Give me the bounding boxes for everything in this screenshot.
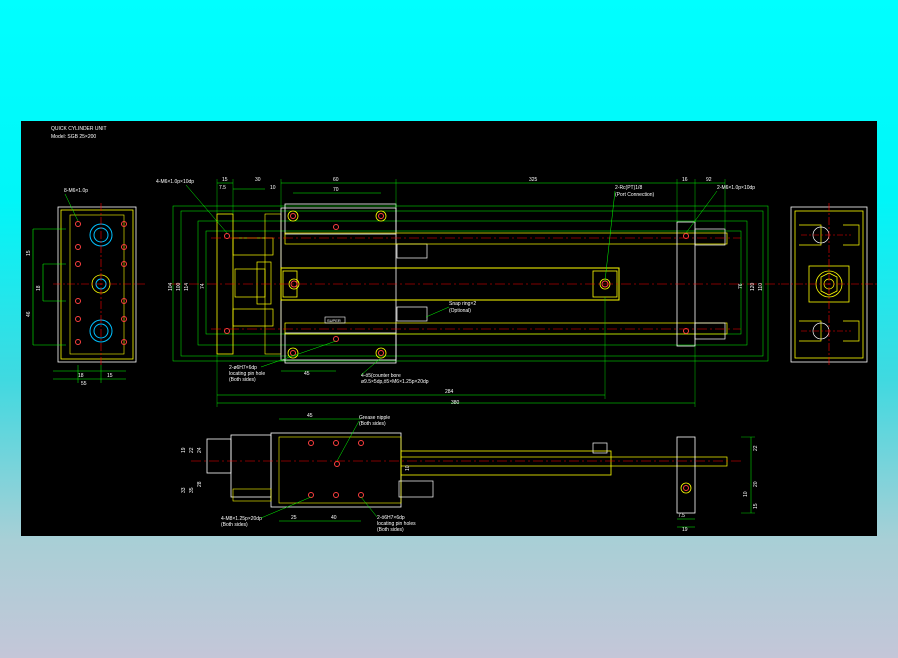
drawing-title: QUICK CYLINDER UNIT — [51, 126, 107, 132]
dim-v-33: 33 — [181, 487, 187, 493]
dim-left-55: 55 — [81, 381, 87, 387]
cad-drawing: QUICK CYLINDER UNIT Model: SGB 25×200 — [26, 126, 877, 533]
dim-v-19: 19 — [181, 447, 187, 453]
dim-380: 380 — [451, 400, 460, 406]
label-port: 2-Rc(PT)1/8 — [615, 185, 642, 191]
label-counterbore-2: ø9.5×5dp,ö5×M6×1.25p×20dp — [361, 379, 429, 385]
dim-325-top: 325 — [529, 177, 538, 183]
label-bottom-holes-sub: (Both sides) — [221, 522, 248, 528]
label-locating-pin-left-sub2: (Both sides) — [229, 377, 256, 383]
label-snap-ring-sub: (Optional) — [449, 308, 471, 314]
label-grease-nipple: Grease nipple — [359, 415, 390, 421]
nameplate-text: SUPER — [327, 318, 341, 323]
bottom-side-view: 45 25 40 7.5 19 19 22 24 33 28 35 10 22 … — [181, 413, 759, 533]
dim-284: 284 — [445, 389, 454, 395]
dim-v-15-right: 15 — [753, 503, 759, 509]
dim-v-18: 18 — [36, 285, 42, 291]
label-left-holes: 8-M6×1.0p — [64, 188, 88, 194]
dim-16-top: 16 — [682, 177, 688, 183]
label-port-sub: (Port Connection) — [615, 192, 655, 198]
dim-v-74: 74 — [200, 283, 206, 289]
dim-left-15: 15 — [107, 373, 113, 379]
dim-40-side: 40 — [331, 515, 337, 521]
dim-v-22: 22 — [189, 447, 195, 453]
dim-45-side: 45 — [307, 413, 313, 419]
label-bottom-pin-sub1: locating pin holes — [377, 521, 416, 527]
dim-19-side: 19 — [682, 527, 688, 533]
dim-v-15: 15 — [26, 250, 32, 256]
label-snap-ring: Snap ring×2 — [449, 301, 476, 307]
drawing-sheet: QUICK CYLINDER UNIT Model: SGB 25×200 — [21, 121, 877, 536]
dim-v-76: 76 — [738, 283, 744, 289]
left-end-view: 8-M6×1.0p 15 18 46 18 15 55 — [26, 188, 146, 387]
drawing-model: Model: SGB 25×200 — [51, 134, 96, 140]
dim-v-22-right: 22 — [753, 445, 759, 451]
dim-v-20-right: 20 — [753, 481, 759, 487]
dim-v-104: 104 — [168, 282, 174, 291]
dim-v-100: 100 — [176, 282, 182, 291]
dim-60-top: 60 — [333, 177, 339, 183]
dim-45-plan: 45 — [304, 371, 310, 377]
dim-30-top: 30 — [255, 177, 261, 183]
dim-v-114: 114 — [184, 283, 190, 291]
right-end-view — [781, 203, 877, 366]
dim-v-35: 35 — [189, 487, 195, 493]
label-top-right-holes: 2-M6×1.0p×10dp — [717, 185, 755, 191]
dim-v-10-side: 10 — [405, 465, 411, 471]
dim-v-28: 28 — [197, 481, 203, 487]
dim-7-5-top: 7.5 — [219, 185, 226, 191]
label-bottom-pin-sub2: (Both sides) — [377, 527, 404, 533]
label-grease-nipple-sub: (Both sides) — [359, 421, 386, 427]
label-bottom-pin: 2-ö6H7×6dp — [377, 515, 405, 521]
dim-v-120: 120 — [750, 282, 756, 291]
label-bottom-holes: 4-M8×1.25p×20dp — [221, 516, 262, 522]
dim-25-side: 25 — [291, 515, 297, 521]
top-plan-view: SUPER 15 7.5 30 10 60 70 325 16 92 4-M6×… — [156, 177, 781, 407]
dim-v-46: 46 — [26, 311, 32, 317]
label-locating-pin-left: 2-ø6H7×6dp — [229, 365, 257, 371]
dim-92-top: 92 — [706, 177, 712, 183]
dim-v-10-right: 10 — [743, 491, 749, 497]
dim-v-110: 110 — [758, 283, 764, 291]
dim-v-24: 24 — [197, 447, 203, 453]
label-top-left-holes: 4-M6×1.0p×10dp — [156, 179, 194, 185]
dim-70-top: 70 — [333, 187, 339, 193]
dim-10-top: 10 — [270, 185, 276, 191]
label-counterbore-1: 4-ö5(counter bore — [361, 373, 401, 379]
label-locating-pin-left-sub1: locating pin hole — [229, 371, 265, 377]
dim-7-5-side: 7.5 — [678, 513, 685, 519]
dim-left-18: 18 — [78, 373, 84, 379]
dim-15-top: 15 — [222, 177, 228, 183]
